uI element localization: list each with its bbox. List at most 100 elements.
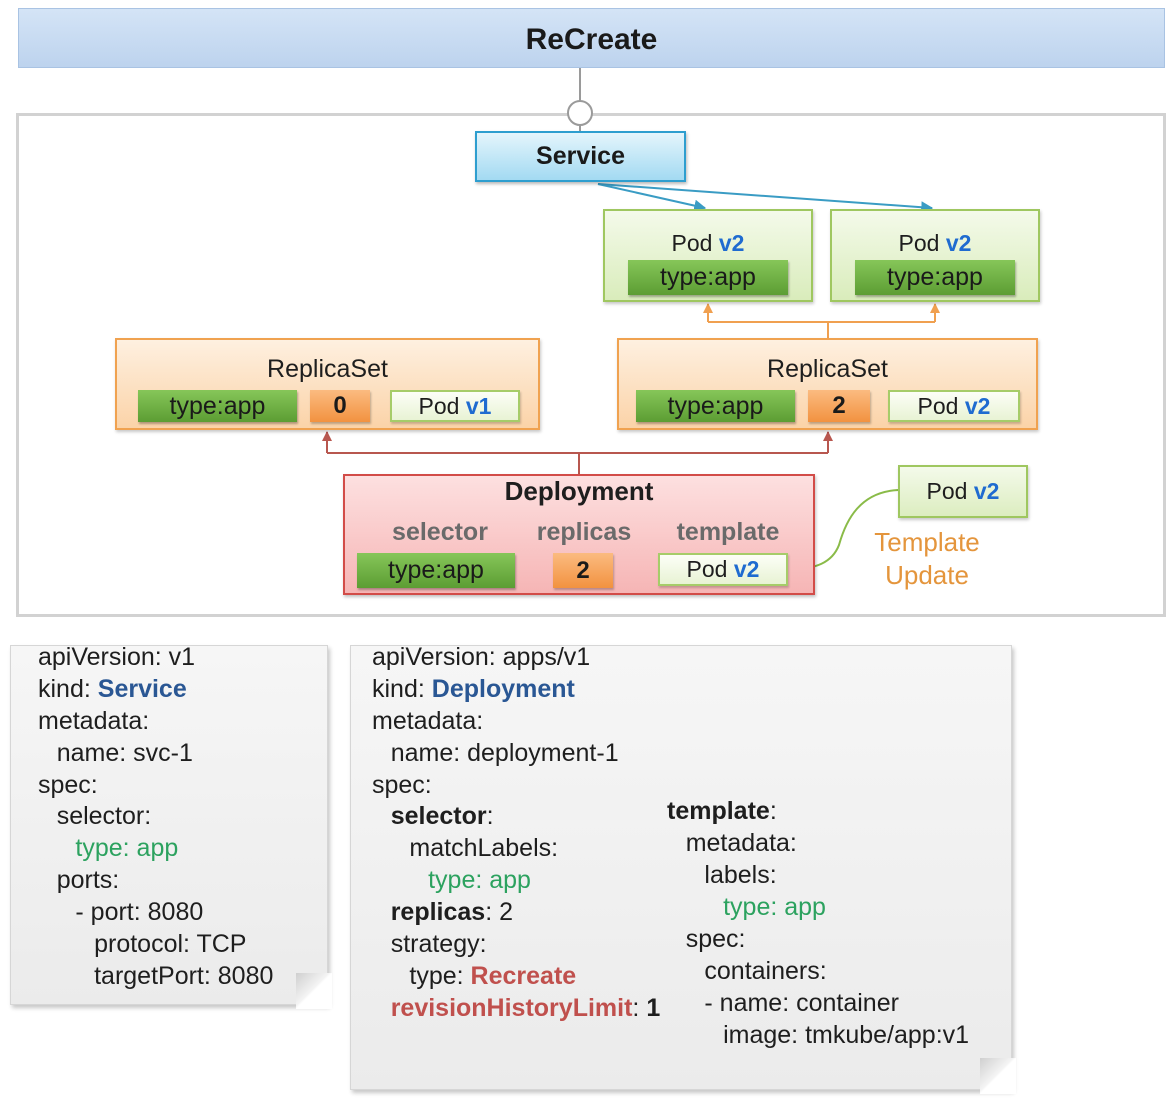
yaml-line: - name: container (667, 987, 969, 1019)
yaml-revision-key: revisionHistoryLimit (390, 993, 633, 1022)
yaml-strategy-type-key: type: (409, 961, 464, 990)
template-pod-name: Pod (917, 393, 959, 419)
replicaset-replicas: 2 (808, 390, 870, 422)
replicaset-title: ReplicaSet (767, 355, 888, 383)
template-pod-version: v2 (964, 393, 991, 419)
yaml-colon: : (769, 797, 777, 825)
service-yaml-card (10, 645, 332, 1009)
yaml-kind-key: kind: (372, 674, 425, 703)
deployment-replicas: 2 (553, 553, 613, 588)
title-banner: ReCreate (18, 8, 1165, 68)
yaml-colon: : (486, 802, 494, 831)
yaml-line: strategy: (372, 929, 660, 961)
pod-label: type:app (628, 260, 788, 295)
yaml-port: - port: 8080 (75, 898, 204, 927)
yaml-line: kind: Service (38, 674, 273, 706)
yaml-kind-key: kind: (38, 674, 91, 703)
yaml-match-labels: matchLabels: (409, 834, 559, 863)
service-yaml-code: apiVersion: v1 kind: Service metadata: n… (38, 642, 273, 993)
yaml-line: image: tmkube/app:v1 (667, 1019, 969, 1051)
pod-version: v2 (718, 230, 745, 256)
pod-version: v2 (945, 230, 972, 256)
deployment-template-yaml-code: template: metadata: labels: type: app sp… (667, 795, 969, 1051)
yaml-api-version: apiVersion: apps/v1 (372, 643, 591, 671)
yaml-spec: spec: (38, 770, 98, 799)
yaml-line: name: deployment-1 (372, 738, 660, 770)
yaml-containers: containers: (704, 957, 827, 985)
yaml-line: type: Recreate (372, 961, 660, 993)
service-box: Service (475, 131, 686, 182)
replicaset-selector: type:app (636, 390, 795, 422)
yaml-line: type: app (372, 865, 660, 897)
yaml-line: spec: (372, 770, 660, 802)
service-interface-circle (567, 100, 593, 126)
replicaset-selector: type:app (138, 390, 297, 422)
template-pod-version: v1 (465, 393, 492, 419)
yaml-selector-key: selector (390, 802, 487, 831)
replicaset-replicas: 0 (310, 390, 370, 422)
yaml-line: protocol: TCP (38, 929, 273, 961)
yaml-template-labels: labels: (704, 861, 777, 889)
yaml-line: selector: (372, 801, 660, 833)
yaml-line: spec: (667, 923, 969, 955)
pod-label: type:app (855, 260, 1015, 295)
yaml-match-label: type: app (428, 866, 531, 895)
template-pod-name: Pod (418, 393, 460, 419)
deployment-title: Deployment (504, 476, 654, 506)
yaml-replicas-key: replicas (390, 898, 486, 927)
new-pod-name: Pod (926, 478, 968, 504)
yaml-line: matchLabels: (372, 833, 660, 865)
yaml-spec: spec: (372, 770, 432, 799)
deployment-yaml-card (350, 645, 1016, 1094)
yaml-line: apiVersion: apps/v1 (372, 642, 660, 674)
new-template-pod: Pod v2 (898, 465, 1028, 518)
yaml-line: spec: (38, 770, 273, 802)
pod-box: Pod v2 type:app (830, 209, 1040, 302)
update-note-line: Template (874, 527, 980, 557)
deployment-template: Pod v2 (658, 553, 788, 586)
template-pod-name: Pod (686, 556, 728, 582)
yaml-protocol: protocol: TCP (94, 930, 247, 959)
yaml-ports: ports: (56, 866, 120, 895)
yaml-metadata: metadata: (38, 706, 150, 735)
pod-title: Pod v2 (605, 229, 811, 257)
yaml-template-key: template (667, 797, 770, 825)
deployment-box: Deployment selector replicas template ty… (343, 474, 815, 595)
yaml-kind-value: Service (97, 674, 187, 703)
service-to-pod-arrow (597, 183, 934, 214)
yaml-line: metadata: (372, 706, 660, 738)
template-pod-version: v2 (733, 556, 760, 582)
replicaset-template: Pod v1 (390, 390, 520, 422)
yaml-selector: selector: (56, 802, 152, 831)
yaml-line: revisionHistoryLimit: 1 (372, 993, 661, 1025)
yaml-line: metadata: (38, 706, 273, 738)
yaml-line: selector: (38, 801, 273, 833)
yaml-template-label: type: app (723, 893, 826, 921)
yaml-line: name: svc-1 (38, 738, 273, 770)
service-to-pod-arrow (597, 183, 707, 212)
yaml-name: name: svc-1 (56, 738, 193, 767)
yaml-line: containers: (667, 955, 969, 987)
replicaset-old: ReplicaSet type:app 0 Pod v1 (115, 338, 540, 430)
deployment-yaml-code: apiVersion: apps/v1 kind: Deployment met… (372, 642, 660, 1025)
pod-title: Pod v2 (832, 229, 1038, 257)
deployment-replicas-header: replicas (536, 518, 632, 546)
yaml-line: - port: 8080 (38, 897, 273, 929)
yaml-metadata: metadata: (372, 706, 484, 735)
new-pod-version: v2 (973, 478, 1000, 504)
yaml-line: labels: (667, 859, 969, 891)
yaml-replicas-value: : 2 (485, 898, 513, 927)
deployment-selector-header: selector (392, 518, 488, 546)
yaml-line: type: app (38, 833, 273, 865)
yaml-line: replicas: 2 (372, 897, 660, 929)
replicaset-title: ReplicaSet (267, 355, 388, 383)
yaml-line: ports: (38, 865, 273, 897)
yaml-target-port: targetPort: 8080 (94, 961, 274, 990)
yaml-container-name: - name: container (704, 989, 899, 1017)
pod-box: Pod v2 type:app (603, 209, 813, 302)
yaml-template-metadata: metadata: (685, 829, 797, 857)
deployment-selector: type:app (357, 553, 515, 588)
yaml-strategy: strategy: (390, 930, 487, 959)
page-title: ReCreate (525, 23, 658, 56)
replicaset-new: ReplicaSet type:app 2 Pod v2 (617, 338, 1038, 430)
